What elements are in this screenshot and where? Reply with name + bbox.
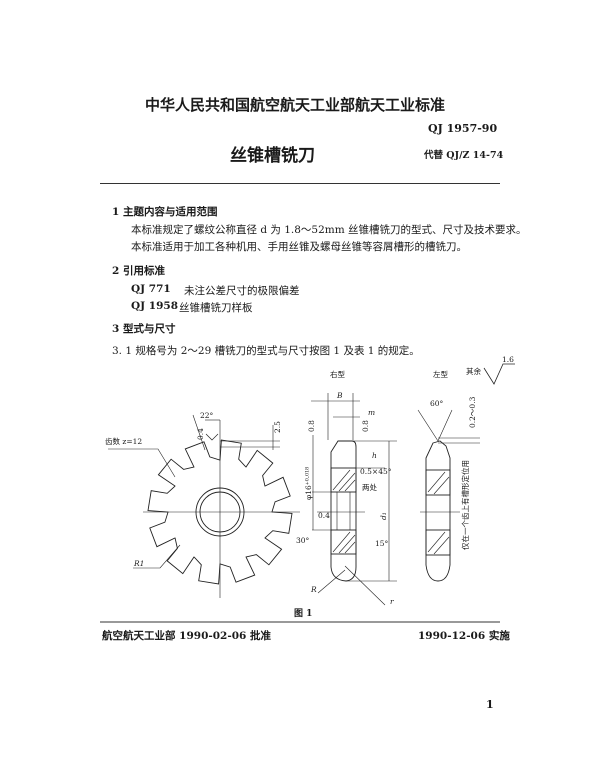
roughness-0-8-label: 0.8 [307,420,316,432]
hatched-section [425,469,451,496]
r-label: r [390,597,394,606]
section-3-1-paragraph: 3. 1 规格号为 2～29 槽铣刀的型式与尺寸按图 1 及表 1 的规定。 [112,345,420,357]
dim-2-5-label: 2.5 [273,421,282,433]
gear-front-view [108,414,300,598]
hatched-section [330,529,357,555]
angle-60-label: 60° [430,399,444,408]
document-title: 丝锥槽铣刀 [230,146,315,166]
roughness-symbol [483,363,515,385]
left-type-label: 左型 [433,369,448,379]
section-3-heading: 3 型式与尺寸 [112,323,176,335]
ref-title: 未注公差尺寸的极限偏差 [184,285,300,297]
h-dimension-label: h [372,451,377,460]
cutter-profile [330,440,357,582]
section-1-paragraph-1: 本标准规定了螺纹公称直径 d 为 1.8～52mm 丝锥槽铣刀的型式、尺寸及技术… [131,224,527,236]
roughness-0-8-label: 0.8 [361,420,370,432]
R-label: R [310,585,317,594]
right-type-label: 右型 [330,369,345,379]
roughness-rest-label: 其余 [466,366,481,376]
R1-label: R1 [133,559,144,568]
org-title: 中华人民共和国航空航天工业部航天工业标准 [145,96,446,114]
left-type-side-view [417,409,480,582]
teeth-label: 齿数 z=12 [105,436,142,446]
effective-date: 1990-12-06 实施 [418,630,510,642]
section-1-paragraph-2: 本标准适用于加工各种机用、手用丝锥及螺母丝锥等容屑槽形的槽铣刀。 [131,241,467,253]
page-number: 1 [486,698,494,711]
bore-diameter-label: φ16⁺⁰·⁰¹⁸ [304,467,313,500]
angle-15-label: 15° [375,539,389,548]
hatched-section [425,529,451,556]
roughness-0-4-label: 0.4 [196,428,205,440]
ref-code: QJ 771 [131,283,171,295]
two-places-label: 两处 [362,482,377,492]
section-1-heading: 1 主题内容与适用范围 [112,206,218,218]
section-2-heading: 2 引用标准 [112,265,165,277]
replaces-standard: 代替 QJ/Z 14-74 [424,150,504,161]
cutter-profile [425,440,451,582]
ref-code: QJ 1958 [131,300,178,312]
dim-0-2-0-3-label: 0.2～0.3 [468,396,477,428]
locating-note: 仅在一个齿上有槽形定位用 [460,460,470,550]
chamfer-label: 0.5×45° [360,467,392,476]
figure-caption: 图 1 [294,608,312,619]
d1-dimension-label: d₁ [379,512,388,520]
angle-30-label: 30° [296,536,310,545]
hatched-section [330,467,357,493]
right-type-side-view [311,393,397,606]
approval-date: 航空航天工业部 1990-02-06 批准 [102,630,271,642]
roughness-0-4-label: 0.4 [318,511,330,520]
ref-title: 丝锥槽铣刀样板 [179,302,253,314]
header-rule [100,183,500,184]
m-dimension-label: m [368,408,375,417]
standard-number: QJ 1957-90 [428,122,498,135]
roughness-rest-value: 1.6 [502,355,514,364]
B-dimension-label: B [336,391,343,400]
angle-22-label: 22° [200,411,214,420]
